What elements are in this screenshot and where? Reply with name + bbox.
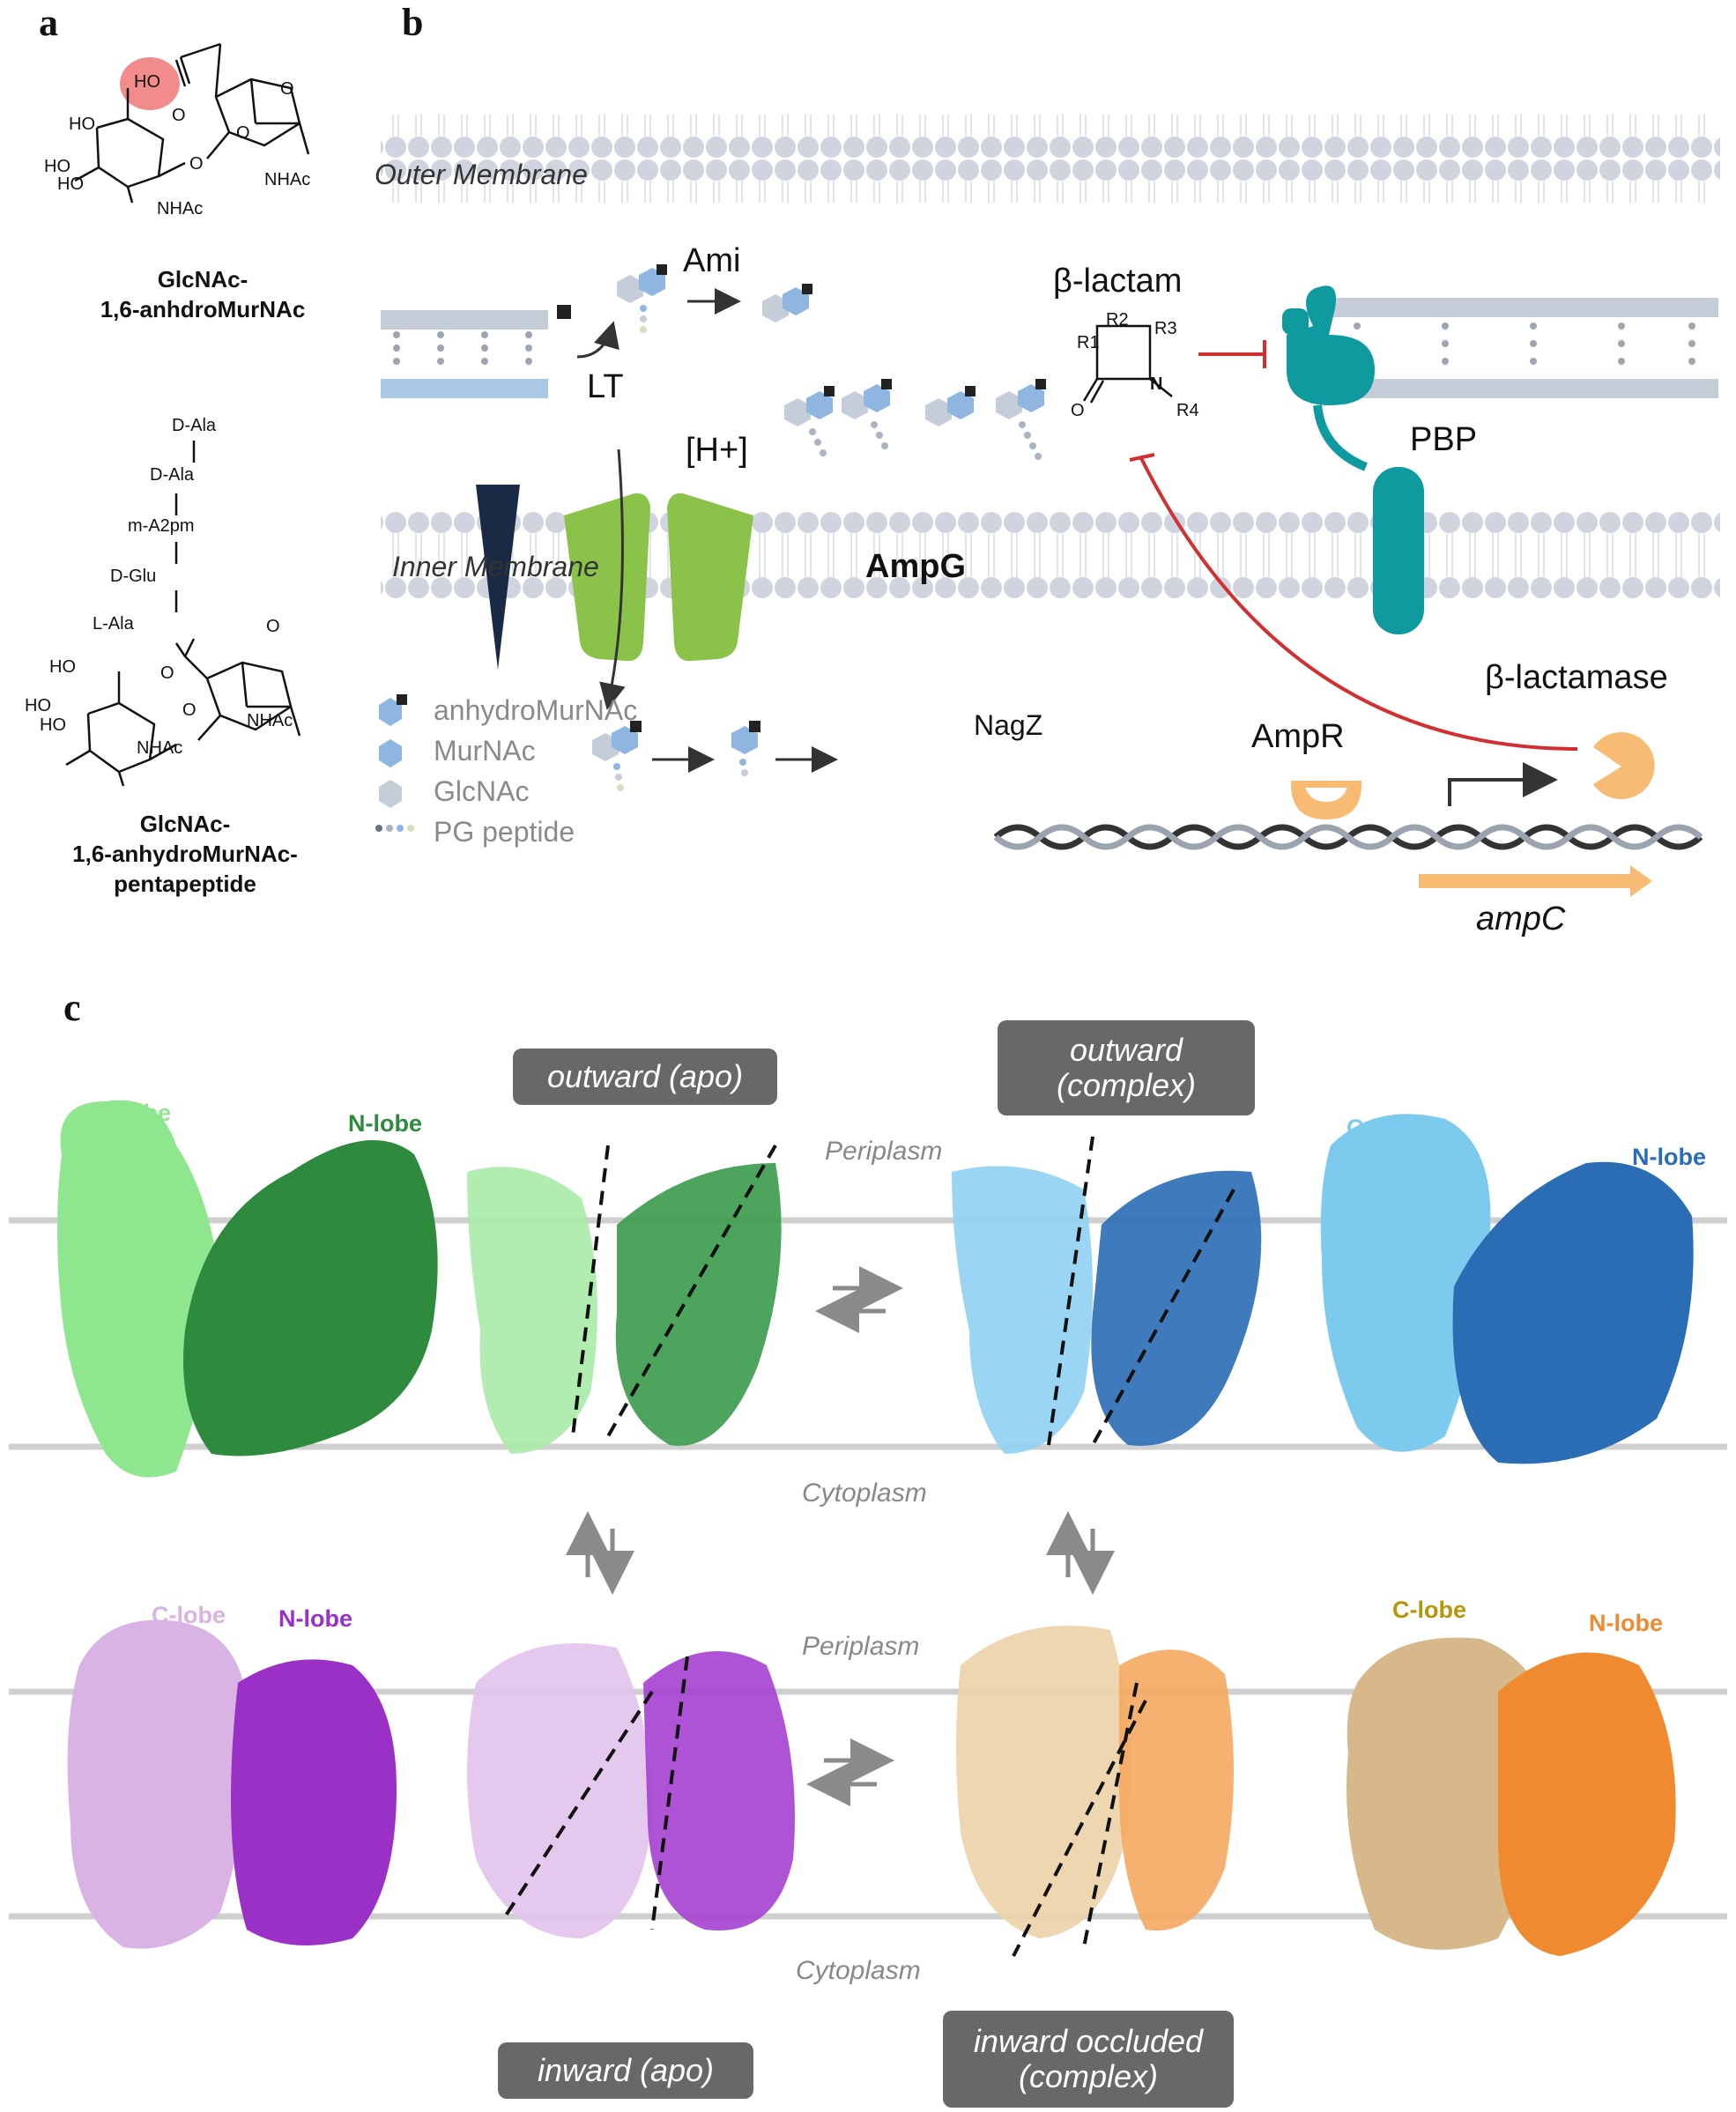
orange-density-map	[1347, 1637, 1676, 1956]
atom-label: O	[182, 700, 197, 720]
atom-label: O	[266, 617, 280, 636]
top-molecule-skeleton	[74, 42, 310, 204]
ampc-label: ampC	[1476, 900, 1566, 937]
atom-label: O	[236, 123, 250, 143]
atom-label: NHAc	[264, 170, 311, 189]
legend-icons	[375, 694, 414, 832]
purple-cartoon-structure	[467, 1643, 795, 1938]
ampg-label: AmpG	[865, 548, 966, 585]
peptide-residue: L-Ala	[93, 614, 134, 634]
top-molecule-name: GlcNAc- 1,6-anhdroMurNAc	[100, 266, 306, 322]
peptidoglycan-left	[381, 305, 571, 398]
peptide-residue: m-A2pm	[128, 516, 195, 536]
beta-lactam-label: β-lactam	[1053, 263, 1183, 300]
r2-label: R2	[1106, 310, 1129, 330]
purple-density-map	[67, 1619, 397, 1949]
state-inward-occluded: inward occluded (complex)	[943, 2011, 1234, 2108]
bottom-molecule-name: GlcNAc- 1,6-anhydroMurNAc- pentapeptide	[72, 811, 298, 897]
dna-helix	[993, 824, 1703, 850]
cytoplasm-label-bottom: Cytoplasm	[796, 1956, 921, 1985]
blue-n-lobe-label: N-lobe	[1632, 1144, 1706, 1170]
lt-label: LT	[587, 368, 624, 405]
o-atom-label: O	[1071, 401, 1085, 420]
atom-label: O	[172, 106, 186, 125]
orange-n-lobe-label: N-lobe	[1589, 1610, 1663, 1636]
proton-label: [H+]	[686, 432, 748, 469]
panel-label-c: c	[63, 986, 81, 1029]
green-density-map	[57, 1100, 438, 1478]
atom-label: HO	[40, 715, 66, 735]
blue-c-lobe-label: C-lobe	[1347, 1115, 1421, 1141]
anhydromurnac-fragments	[617, 264, 667, 333]
peptidoglycan-right	[1331, 298, 1718, 398]
r4-label: R4	[1176, 401, 1199, 420]
orange-c-lobe-label: C-lobe	[1392, 1597, 1466, 1623]
ampc-gene-arrow	[1419, 865, 1652, 897]
atom-label: HO	[57, 174, 84, 194]
proton-gradient-wedge	[476, 485, 520, 670]
atom-label: O	[280, 79, 294, 99]
cytoplasm-label-top: Cytoplasm	[802, 1478, 927, 1508]
panel-label-b: b	[402, 1, 424, 44]
carboxyl-highlight	[120, 57, 180, 110]
bottom-molecule-skeleton	[65, 441, 301, 787]
green-cartoon-structure	[467, 1145, 782, 1454]
inner-membrane-label: Inner Membrane	[392, 551, 599, 582]
atom-label: HO	[69, 115, 95, 134]
blue-cartoon-structure	[952, 1136, 1262, 1454]
atom-label: NHAc	[137, 738, 183, 758]
legend-glcnac: GlcNAc	[434, 775, 530, 807]
n-atom-label: N	[1150, 374, 1163, 394]
atom-label: NHAc	[157, 199, 204, 219]
ami-label: Ami	[683, 242, 741, 279]
ampr-label: AmpR	[1251, 718, 1345, 755]
outer-membrane-label: Outer Membrane	[375, 159, 588, 190]
atom-label: HO	[44, 157, 70, 176]
green-n-lobe-label: N-lobe	[348, 1110, 422, 1137]
ampr-regulator	[1291, 784, 1361, 819]
peptide-residue: D-Ala	[150, 465, 195, 485]
panel-b-diagram	[375, 115, 1720, 897]
beta-lactamase-enzyme	[1593, 732, 1655, 799]
purple-c-lobe-label: C-lobe	[152, 1602, 226, 1628]
orange-cartoon-structure	[956, 1626, 1234, 1957]
atom-label: HO	[25, 696, 51, 715]
pbp-protein	[1282, 285, 1424, 634]
panel-a-structures	[65, 42, 310, 787]
outer-membrane	[381, 115, 1720, 203]
r1-label: R1	[1077, 333, 1100, 352]
panel-label-a: a	[39, 1, 58, 44]
pbp-label: PBP	[1410, 421, 1478, 458]
periplasm-label-bottom: Periplasm	[802, 1632, 920, 1661]
periplasm-label-top: Periplasm	[825, 1137, 943, 1166]
green-c-lobe-label: C-lobe	[97, 1100, 171, 1126]
peptide-residue: D-Glu	[110, 567, 157, 586]
feedback-inhibition-curve	[1139, 457, 1578, 751]
atom-label: HO	[49, 657, 76, 677]
panel-c-structures	[9, 1100, 1727, 1957]
legend-anhydromurnac: anhydroMurNAc	[434, 694, 638, 726]
atom-label: NHAc	[247, 711, 293, 730]
legend-pg-peptide: PG peptide	[434, 816, 575, 848]
beta-lactamase-label: β-lactamase	[1485, 659, 1668, 696]
state-outward-complex: outward (complex)	[998, 1020, 1255, 1115]
promoter-arrow	[1448, 762, 1558, 806]
free-muropeptides	[784, 391, 1022, 426]
purple-n-lobe-label: N-lobe	[278, 1605, 352, 1632]
atom-label: O	[189, 154, 204, 174]
peptide-residue: D-Ala	[172, 416, 217, 435]
state-inward-apo: inward (apo)	[498, 2042, 753, 2099]
atom-label: HO	[134, 72, 160, 92]
ampg-transporter	[564, 493, 753, 662]
atom-label: O	[160, 663, 174, 683]
r3-label: R3	[1154, 319, 1177, 338]
blue-density-map	[1320, 1114, 1694, 1464]
state-outward-apo: outward (apo)	[513, 1049, 777, 1105]
nagz-label: NagZ	[974, 709, 1043, 741]
legend-murnac: MurNAc	[434, 735, 536, 767]
beta-lactam-ring	[1082, 324, 1173, 404]
